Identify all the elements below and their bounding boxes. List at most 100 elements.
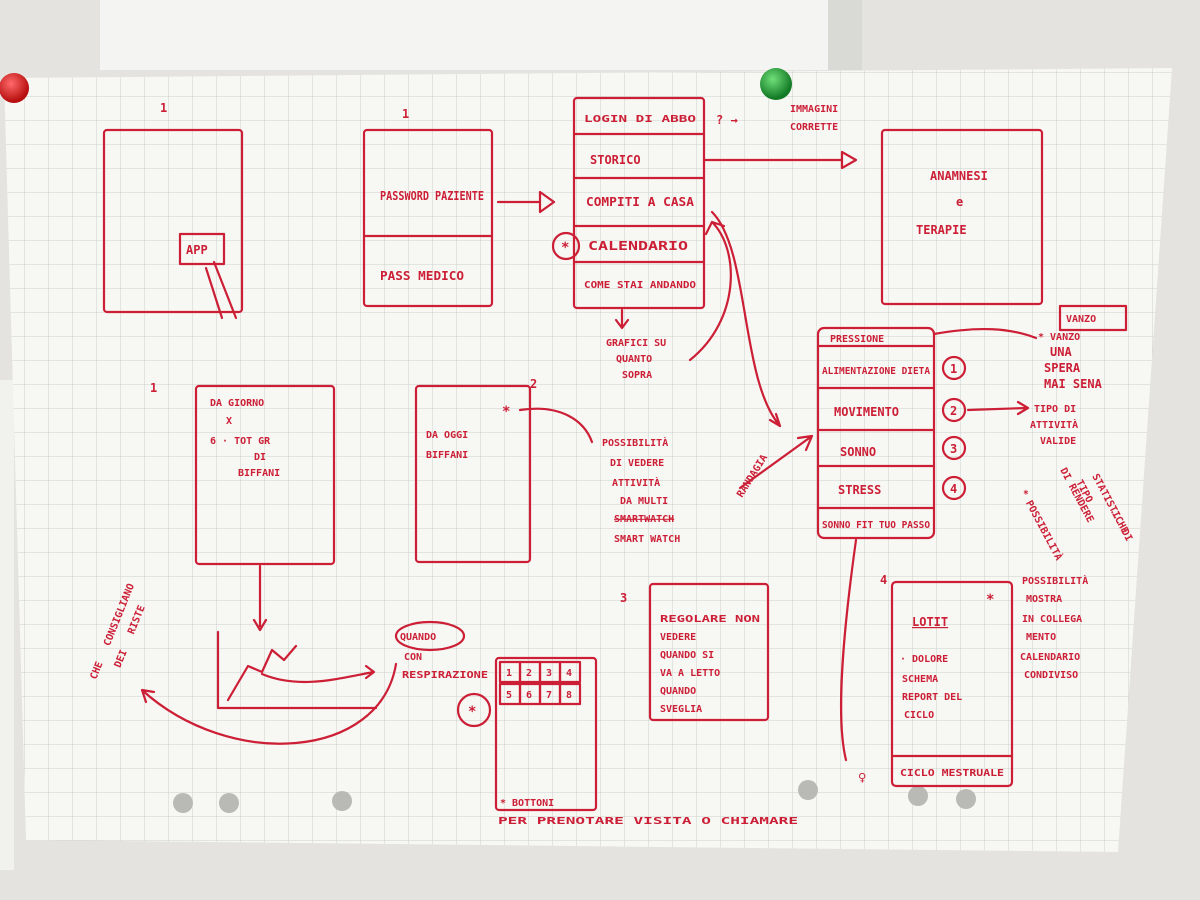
smartwatch-note-3: ATTIVITÀ bbox=[612, 476, 660, 489]
right-note-2: UNA bbox=[1050, 345, 1072, 359]
list-item-stress: STRESS bbox=[838, 483, 881, 497]
reminder-line-3: QUANDO SI bbox=[660, 650, 714, 661]
sketch-anamnesi: ANAMNESI e TERAPIE bbox=[880, 128, 1044, 306]
reminder-line-6: SVEGLIA bbox=[660, 704, 702, 715]
arrow-right-icon bbox=[966, 400, 1030, 416]
charts-note-2: QUANTO bbox=[616, 354, 652, 365]
pressure-header: PRESSIONE bbox=[830, 334, 884, 345]
keypad-note: * BOTTONI bbox=[500, 798, 554, 809]
keypad-note-2: PER PRENOTARE VISITA O CHIAMARE bbox=[498, 816, 798, 827]
right-note: * VANZO bbox=[1038, 332, 1080, 343]
neighbor-sheet bbox=[0, 380, 14, 870]
cycle-note-4: MENTO bbox=[1026, 632, 1056, 643]
reminder-line-4: VA A LETTO bbox=[660, 668, 720, 679]
box-note: VANZO bbox=[1066, 314, 1096, 325]
images-question-note: ? → bbox=[716, 113, 738, 127]
menu-item-calendar: CALENDARIO bbox=[588, 239, 688, 253]
cycle-note: POSSIBILITÀ bbox=[1022, 574, 1088, 587]
arrow-right-icon bbox=[496, 190, 556, 214]
list-item-nutrition: ALIMENTAZIONE DIETA bbox=[822, 366, 930, 377]
asterisk-marker-icon bbox=[551, 231, 581, 261]
sketch-menu: LOGIN DI ABBO STORICO COMPITI A CASA CAL… bbox=[551, 96, 858, 381]
hand-icon bbox=[204, 260, 238, 320]
bubble-note: QUANDO bbox=[400, 632, 436, 643]
patient-password-label: PASSWORD PAZIENTE bbox=[380, 189, 484, 203]
charts-note: GRAFICI SU bbox=[606, 338, 666, 349]
key-8: 8 bbox=[566, 690, 572, 701]
list-item-sleep: SONNO bbox=[840, 445, 876, 459]
smartwatch-note-2: DI VEDERE bbox=[610, 458, 664, 469]
key-6: 6 bbox=[526, 690, 532, 701]
screen-number: 1 bbox=[160, 101, 167, 115]
key-4: 4 bbox=[566, 668, 572, 679]
curved-arrow-icon bbox=[932, 328, 1038, 340]
smartwatch-note-4: DA MULTI bbox=[620, 496, 668, 507]
activity-note-2: ATTIVITÀ bbox=[1030, 418, 1078, 431]
reminder-line-2: VEDERE bbox=[660, 632, 696, 643]
today-marker: * bbox=[502, 404, 510, 420]
right-note-3: SPERA bbox=[1044, 361, 1081, 375]
key-3: 3 bbox=[546, 668, 552, 679]
arrow-down-icon bbox=[252, 564, 268, 632]
smartwatch-note-6: SMART WATCH bbox=[614, 534, 680, 545]
bubble-note-3: RESPIRAZIONE bbox=[402, 670, 488, 681]
images-note: IMMAGINI bbox=[790, 104, 838, 115]
key-7: 7 bbox=[546, 690, 552, 701]
screen-number: 1 bbox=[402, 107, 409, 121]
anamnesi-title: ANAMNESI bbox=[930, 169, 988, 183]
day-line-1: DA GIORNO bbox=[210, 398, 264, 409]
menu-item-homework: COMPITI A CASA bbox=[586, 195, 695, 209]
cycle-note-6: CONDIVISO bbox=[1024, 670, 1078, 681]
screen-number: 3 bbox=[620, 591, 627, 605]
today-line-1: DA OGGI bbox=[426, 430, 468, 441]
screen-number: 1 bbox=[150, 381, 157, 395]
charts-note-3: SOPRA bbox=[622, 370, 652, 381]
key-1: 1 bbox=[506, 668, 512, 679]
keypad-keys: 1 2 3 4 5 6 7 8 bbox=[498, 660, 582, 706]
menu-item-login: LOGIN DI ABBO bbox=[584, 114, 696, 125]
sketch-today-screen: 2 DA OGGI BIFFANI * POSSIBILITÀ DI VEDER… bbox=[414, 377, 680, 564]
cycle-item-4: CICLO bbox=[904, 710, 934, 721]
whiteboard bbox=[100, 0, 860, 70]
cycle-note-2: MOSTRA bbox=[1026, 594, 1062, 605]
today-line-2: BIFFANI bbox=[426, 450, 468, 461]
whiteboard-frame bbox=[828, 0, 862, 70]
day-line-5: BIFFANI bbox=[238, 468, 280, 479]
list-item-movement: MOVIMENTO bbox=[834, 405, 899, 419]
cycle-item-2: SCHEMA bbox=[902, 674, 938, 685]
anamnesi-and: e bbox=[956, 195, 963, 209]
menu-item-history: STORICO bbox=[590, 153, 641, 167]
cycle-item-3: REPORT DEL bbox=[902, 692, 962, 703]
connector-line bbox=[839, 538, 858, 762]
activity-note: TIPO DI bbox=[1034, 404, 1076, 415]
screen-number: 2 bbox=[530, 377, 537, 391]
day-line-2: X bbox=[226, 416, 232, 427]
asterisk-marker-icon bbox=[456, 692, 492, 728]
cycle-title: LOTIT bbox=[912, 615, 948, 629]
arrow-down-icon bbox=[614, 308, 630, 330]
reminder-line-5: QUANDO bbox=[660, 686, 696, 697]
sketch-keypad: 1 2 3 4 5 6 7 8 * * BOTTONI PER PRENOTAR… bbox=[456, 656, 798, 827]
day-line-4: DI bbox=[254, 452, 266, 463]
menu-marker: * bbox=[561, 240, 569, 256]
reminder-line-1: REGOLARE NON bbox=[660, 614, 760, 625]
pressure-footer: SONNO FIT TUO PASSO bbox=[822, 520, 930, 531]
smartwatch-note: POSSIBILITÀ bbox=[602, 436, 668, 449]
cycle-footer: CICLO MESTRUALE bbox=[900, 768, 1004, 779]
app-button-label: APP bbox=[186, 243, 208, 257]
sketch-login: 1 PASSWORD PAZIENTE PASS MEDICO bbox=[362, 107, 556, 308]
paper-sheet bbox=[4, 68, 1172, 852]
sketch-phone-app: 1 APP bbox=[102, 101, 244, 320]
red-pushpin bbox=[0, 73, 29, 103]
arrow-right-icon bbox=[702, 150, 858, 170]
punch-holes bbox=[173, 780, 976, 813]
activity-note-3: VALIDE bbox=[1040, 436, 1076, 447]
arrow-left-icon bbox=[738, 434, 814, 490]
curved-arrow-icon bbox=[140, 662, 398, 745]
cycle-item-1: · DOLORE bbox=[900, 654, 948, 665]
badge-1: 1 bbox=[950, 362, 957, 376]
sketch-day-screen: 1 DA GIORNO X 6 · TOT GR DI BIFFANI bbox=[150, 381, 336, 632]
badge-3: 3 bbox=[950, 442, 957, 456]
key-5: 5 bbox=[506, 690, 512, 701]
